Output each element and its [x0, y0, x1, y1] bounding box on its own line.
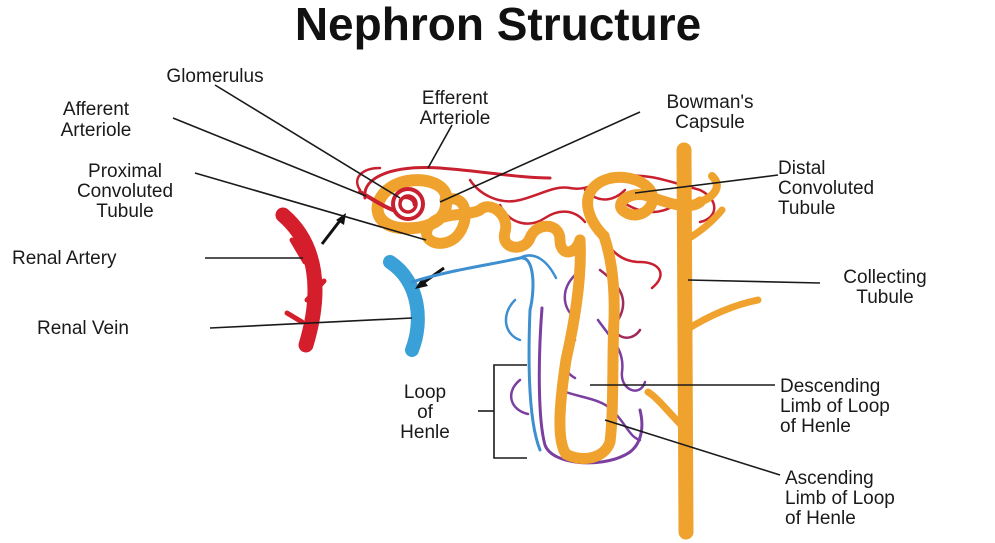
- svg-text:Tubule: Tubule: [778, 198, 835, 219]
- svg-text:Distal: Distal: [778, 158, 826, 179]
- svg-text:Limb of Loop: Limb of Loop: [780, 396, 890, 417]
- label-ascending-limb: Ascending Limb of Loop of Henle: [785, 468, 895, 529]
- label-renal-vein: Renal Vein: [37, 318, 129, 339]
- svg-text:Descending: Descending: [780, 376, 880, 397]
- label-loop-of-henle: Loop of Henle: [400, 382, 450, 443]
- label-efferent-arteriole: Efferent Arteriole: [420, 88, 491, 129]
- svg-text:Efferent: Efferent: [422, 88, 489, 109]
- svg-text:Convoluted: Convoluted: [778, 178, 874, 199]
- svg-text:Afferent: Afferent: [63, 99, 130, 120]
- page-title: Nephron Structure: [295, 0, 701, 50]
- descending-limb: [560, 240, 580, 454]
- label-distal-convoluted-tubule: Distal Convoluted Tubule: [778, 158, 874, 219]
- svg-text:Limb of Loop: Limb of Loop: [785, 488, 895, 509]
- label-renal-artery: Renal Artery: [12, 248, 117, 269]
- svg-text:Renal Artery: Renal Artery: [12, 248, 117, 269]
- svg-text:Loop: Loop: [404, 382, 446, 403]
- svg-text:Convoluted: Convoluted: [77, 181, 173, 202]
- svg-text:Tubule: Tubule: [856, 287, 913, 308]
- label-proximal-convoluted-tubule: Proximal Convoluted Tubule: [77, 161, 173, 222]
- nephron-tubule: [427, 177, 700, 458]
- svg-text:Ascending: Ascending: [785, 468, 874, 489]
- svg-text:Proximal: Proximal: [88, 161, 162, 182]
- bowmans-capsule: [378, 180, 447, 228]
- svg-text:of: of: [417, 402, 434, 423]
- svg-text:Arteriole: Arteriole: [61, 120, 132, 141]
- leader-lines: [173, 85, 820, 475]
- svg-text:Capsule: Capsule: [675, 112, 745, 133]
- svg-text:Bowman's: Bowman's: [666, 92, 753, 113]
- svg-text:Renal Vein: Renal Vein: [37, 318, 129, 339]
- svg-text:Collecting: Collecting: [843, 267, 926, 288]
- renal-artery: [283, 215, 324, 345]
- renal-vein: [390, 262, 418, 350]
- svg-text:of Henle: of Henle: [780, 416, 851, 437]
- label-afferent-arteriole: Afferent Arteriole: [61, 99, 132, 141]
- collecting-tubule: [648, 150, 758, 532]
- label-bowmans-capsule: Bowman's Capsule: [666, 92, 753, 133]
- svg-text:Tubule: Tubule: [96, 201, 153, 222]
- label-glomerulus: Glomerulus: [166, 66, 263, 87]
- label-collecting-tubule: Collecting Tubule: [843, 267, 926, 308]
- svg-text:of Henle: of Henle: [785, 508, 856, 529]
- svg-text:Henle: Henle: [400, 422, 450, 443]
- svg-text:Glomerulus: Glomerulus: [166, 66, 263, 87]
- svg-text:Arteriole: Arteriole: [420, 108, 491, 129]
- label-descending-limb: Descending Limb of Loop of Henle: [780, 376, 890, 437]
